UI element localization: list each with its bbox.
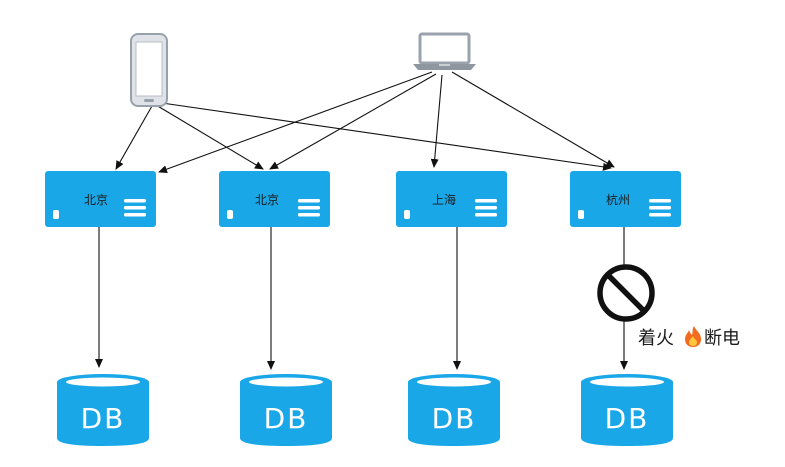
edge-laptop-server3 — [430, 74, 443, 168]
database-2: DB — [240, 374, 332, 446]
edge-phone-server2 — [155, 104, 264, 170]
failure-text-fire: 着火 — [638, 328, 674, 349]
server-1-label: 北京 — [84, 193, 108, 207]
database-3: DB — [408, 374, 500, 446]
edge-laptop-server2 — [269, 73, 437, 170]
database-2-label: DB — [264, 402, 309, 435]
edge-phone-server1 — [115, 105, 153, 170]
server-3: 上海 — [396, 171, 507, 227]
database-1: DB — [57, 374, 149, 446]
failure-text-power: 断电 — [704, 328, 740, 349]
server-3-label: 上海 — [432, 192, 456, 207]
database-3-label: DB — [432, 402, 477, 435]
no-entry-icon — [597, 264, 655, 322]
server-4: 杭州 — [570, 171, 681, 227]
edge-phone-server4 — [161, 102, 612, 171]
laptop-icon — [413, 32, 476, 70]
edge-laptop-server4 — [451, 71, 615, 168]
server-2: 北京 — [219, 171, 330, 227]
database-4: DB — [581, 374, 673, 446]
server-4-label: 杭州 — [606, 192, 630, 207]
database-1-label: DB — [81, 402, 126, 435]
server-2-label: 北京 — [255, 193, 279, 207]
fire-icon — [685, 326, 701, 347]
database-4-label: DB — [605, 402, 650, 435]
server-1: 北京 — [45, 171, 156, 227]
smartphone-icon — [130, 33, 168, 107]
connections — [95, 71, 628, 370]
edge-laptop-server1 — [158, 71, 433, 174]
